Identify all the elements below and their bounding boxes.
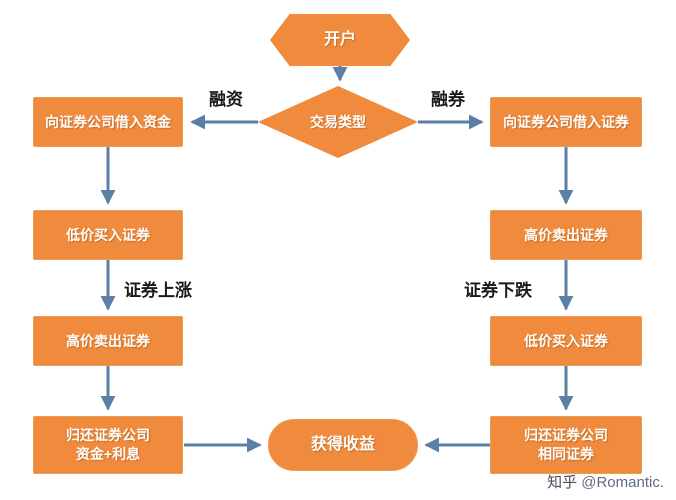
node-borrow-funds: 向证券公司借入资金 [33, 97, 183, 147]
node-obtain-profit: 获得收益 [268, 419, 418, 471]
node-transaction-type-label: 交易类型 [310, 113, 366, 130]
watermark: 知乎 @Romantic. [547, 471, 664, 492]
node-return-same-securities: 归还证券公司 相同证券 [490, 416, 642, 474]
node-return-same-securities-label: 归还证券公司 相同证券 [524, 427, 608, 462]
node-buy-low-right: 低价买入证券 [490, 316, 642, 366]
node-open-account-label: 开户 [323, 31, 356, 49]
watermark-brand: 知乎 [547, 474, 578, 491]
edge-label-securities-lending: 融券 [431, 90, 465, 109]
node-sell-high-left-label: 高价卖出证券 [66, 332, 150, 349]
node-transaction-type: 交易类型 [258, 86, 418, 158]
node-borrow-securities-label: 向证券公司借入证券 [503, 113, 629, 130]
node-sell-high-right-label: 高价卖出证券 [524, 226, 608, 243]
edge-label-securities-fall: 证券下跌 [464, 281, 532, 300]
node-buy-low-right-label: 低价买入证券 [524, 332, 608, 349]
node-buy-low-left-label: 低价买入证券 [66, 226, 150, 243]
edge-label-margin-financing: 融资 [209, 90, 243, 109]
node-buy-low-left: 低价买入证券 [33, 210, 183, 260]
node-return-funds-interest-label: 归还证券公司 资金+利息 [66, 427, 150, 462]
node-return-funds-interest: 归还证券公司 资金+利息 [33, 416, 183, 474]
edge-label-securities-rise: 证券上涨 [124, 281, 192, 300]
watermark-handle: @Romantic. [581, 474, 664, 491]
node-open-account: 开户 [270, 14, 410, 66]
node-obtain-profit-label: 获得收益 [310, 436, 375, 454]
node-sell-high-left: 高价卖出证券 [33, 316, 183, 366]
node-borrow-funds-label: 向证券公司借入资金 [45, 113, 171, 130]
node-borrow-securities: 向证券公司借入证券 [490, 97, 642, 147]
node-sell-high-right: 高价卖出证券 [490, 210, 642, 260]
